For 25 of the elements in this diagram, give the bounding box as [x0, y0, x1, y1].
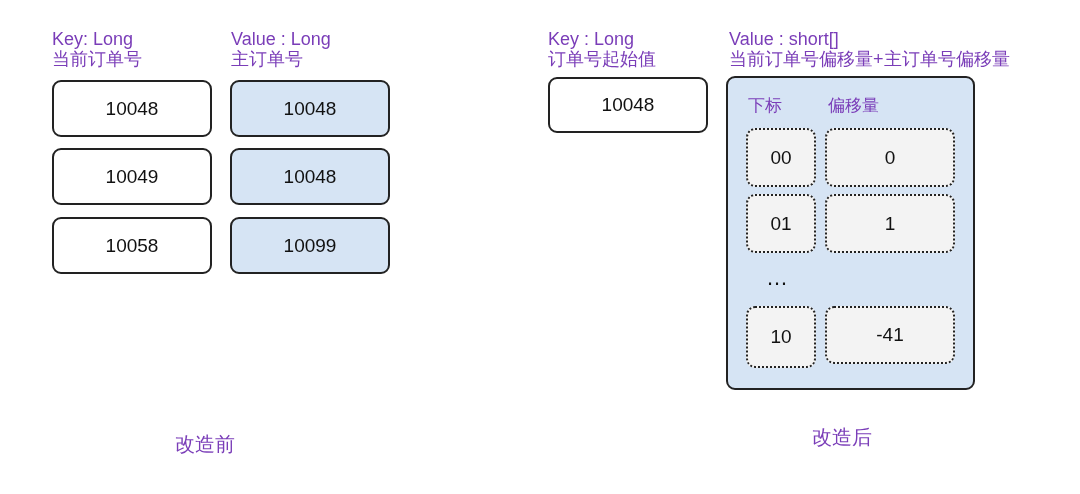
value-box: 10099: [230, 217, 390, 274]
value-box: 10048: [230, 80, 390, 137]
ellipsis: …: [766, 268, 788, 288]
key-box: 10058: [52, 217, 212, 274]
key-box: 10048: [548, 77, 708, 133]
caption: 改造后: [812, 427, 872, 447]
value-type-label: Value : Long: [231, 29, 331, 49]
field-description: 当前订单号偏移量+主订单号偏移量: [729, 49, 1010, 69]
offset-cell: 1: [825, 194, 955, 253]
index-cell: 10: [746, 306, 816, 368]
key-type-label: Key : Long: [548, 29, 635, 49]
column-header: 偏移量: [828, 95, 879, 117]
key-box: 10049: [52, 148, 212, 205]
array-panel: [726, 76, 975, 390]
index-cell: 00: [746, 128, 816, 187]
key-type-label: Key: Long: [52, 29, 134, 49]
offset-cell: -41: [825, 306, 955, 364]
field-description: 主订单号: [231, 49, 303, 69]
offset-cell: 0: [825, 128, 955, 187]
column-header: 下标: [748, 95, 782, 117]
index-cell: 01: [746, 194, 816, 253]
value-box: 10048: [230, 148, 390, 205]
value-type-label: Value : short[]: [729, 29, 839, 49]
key-box: 10048: [52, 80, 212, 137]
caption: 改造前: [175, 434, 235, 454]
